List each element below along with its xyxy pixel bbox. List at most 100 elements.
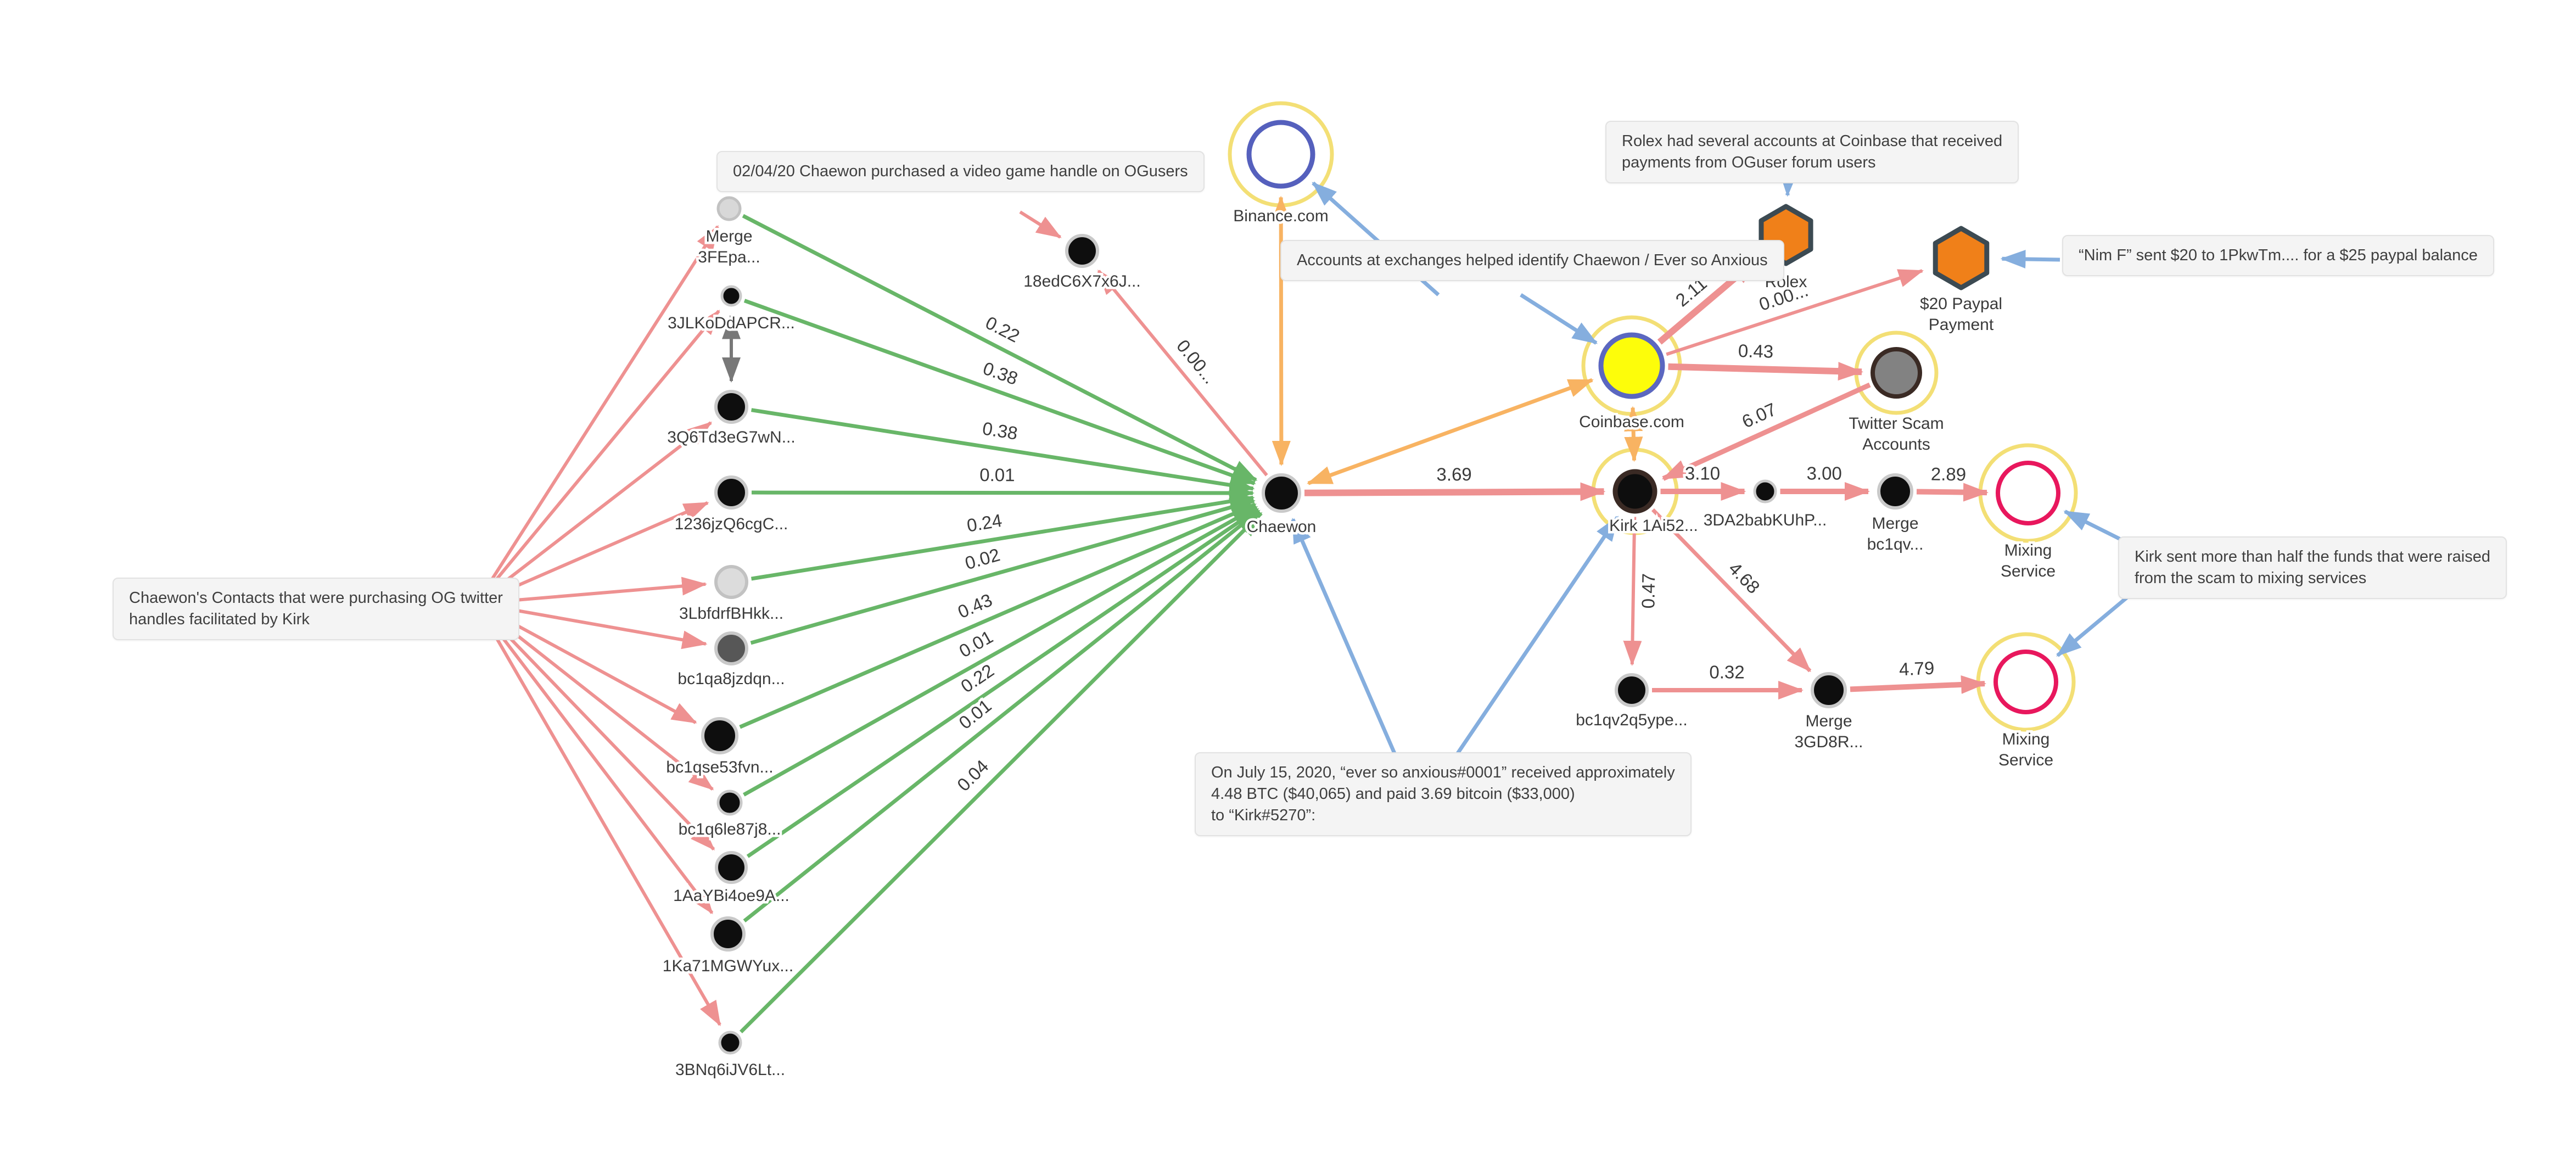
node-1aaybi[interactable] — [715, 851, 748, 884]
node-bc1q6le[interactable] — [716, 790, 743, 816]
node-mixing-1[interactable] — [1996, 461, 2060, 525]
node-label-merge-3gd8r: Merge — [1805, 712, 1852, 730]
node-label-binance: Binance.com — [1233, 207, 1328, 225]
edge-label: 0.38 — [981, 358, 1021, 389]
edge-1ka71-chaewon[interactable] — [743, 509, 1261, 923]
edge-bc1qse53-chaewon[interactable] — [739, 502, 1257, 729]
node-label-twitter-scam: Twitter Scam — [1849, 415, 1944, 433]
annotation-kirk-mixing[interactable]: Kirk sent more than half the funds that … — [2118, 536, 2507, 599]
edge-merge-bc1qv-mixing-1[interactable] — [1916, 483, 1989, 502]
node-3da2[interactable] — [1753, 479, 1777, 503]
node-label-paypal-hex: $20 Paypal — [1920, 295, 2002, 313]
node-label-18edc: 18edC6X7x6J... — [1023, 272, 1140, 290]
node-layer — [701, 120, 2060, 1055]
edge-note-1aaybi[interactable] — [475, 602, 715, 851]
node-bc1qse53[interactable] — [701, 717, 738, 754]
edge-kirk-bc1qv2q5[interactable] — [1623, 517, 1642, 667]
node-coinbase[interactable] — [1598, 332, 1665, 399]
edge-label: 0.01 — [979, 465, 1015, 485]
annotation-july-15-payment[interactable]: On July 15, 2020, “ever so anxious#0001”… — [1195, 752, 1692, 836]
node-label-mixing-2: Service — [1998, 751, 2053, 769]
edge-note-18edc[interactable] — [1019, 210, 1062, 239]
edge-3lbf-chaewon[interactable] — [751, 492, 1255, 581]
node-merge-bc1qv[interactable] — [1877, 473, 1913, 510]
edge-bc1q6le-chaewon[interactable] — [743, 505, 1258, 797]
node-label-3lbf: 3LbfdrfBHkk... — [679, 605, 783, 623]
node-label-mixing-1: Service — [2001, 562, 2056, 580]
node-chaewon[interactable] — [1262, 473, 1301, 513]
node-3bnq[interactable] — [718, 1031, 742, 1055]
node-label-merge-bc1qv: bc1qv... — [1867, 535, 1924, 553]
edge-note-3jlk[interactable] — [475, 310, 720, 605]
edge-label: 0.00... — [1173, 335, 1220, 387]
edge-note-1ka71[interactable] — [475, 602, 714, 915]
node-label-mixing-2: Mixing — [2002, 730, 2050, 748]
edge-coinbase-paypal-hex[interactable] — [1666, 269, 1924, 356]
node-label-coinbase: Coinbase.com — [1579, 413, 1684, 431]
edge-twitter-scam-kirk[interactable] — [1661, 382, 1871, 481]
edge-layer — [475, 171, 2131, 1034]
edge-merge-3fepa-chaewon[interactable] — [742, 214, 1258, 482]
node-binance[interactable] — [1246, 120, 1315, 189]
node-label-1aaybi: 1AaYBi4oe9A... — [673, 887, 789, 905]
node-label-3jlk: 3JLKoDdAPCR... — [668, 314, 795, 332]
node-1ka71[interactable] — [710, 916, 746, 952]
node-merge-3fepa[interactable] — [716, 196, 742, 221]
edge-note-chaewon[interactable] — [1291, 517, 1397, 754]
annotation-nim-f-paypal[interactable]: “Nim F” sent $20 to 1PkwTm.... for a $25… — [2062, 235, 2494, 276]
node-label-layer: Merge 3FEpa... 3JLKoDdAPCR... 3Q6Td3eG7wN..… — [660, 205, 2058, 1082]
edge-merge-3gd8r-mixing-2[interactable] — [1850, 675, 1987, 694]
edge-chaewon-coinbase[interactable] — [1307, 378, 1594, 485]
annotation-chaewon-contacts[interactable]: Chaewon's Contacts that were purchasing … — [113, 578, 519, 640]
node-merge-3gd8r[interactable] — [1811, 672, 1847, 708]
edge-note-paypal-hex[interactable] — [2000, 249, 2060, 268]
node-twitter-scam[interactable] — [1871, 347, 1922, 399]
edge-1aaybi-chaewon[interactable] — [746, 507, 1259, 858]
node-3lbf[interactable] — [714, 565, 748, 599]
edge-3jlk-chaewon[interactable] — [743, 299, 1256, 485]
edge-chaewon-kirk[interactable] — [1304, 482, 1606, 501]
edge-kirk-coinbase[interactable] — [1624, 406, 1643, 462]
node-3jlk[interactable] — [720, 285, 742, 307]
node-label-merge-3gd8r: 3GD8R... — [1794, 733, 1863, 751]
edge-kirk-merge-3gd8r[interactable] — [1651, 508, 1812, 673]
node-label-1ka71: 1Ka71MGWYux... — [663, 957, 793, 975]
node-18edc[interactable] — [1065, 234, 1099, 268]
annotation-exchange-accounts[interactable]: Accounts at exchanges helped identify Ch… — [1280, 240, 1784, 281]
edge-coinbase-twitter-scam[interactable] — [1668, 362, 1864, 381]
edge-note-kirk[interactable] — [1456, 516, 1620, 754]
edge-note-mixing-2[interactable] — [2056, 594, 2131, 657]
annotation-video-game-handle[interactable]: 02/04/20 Chaewon purchased a video game … — [716, 151, 1205, 192]
node-kirk[interactable] — [1612, 469, 1657, 514]
edge-note-3q6t[interactable] — [475, 421, 713, 605]
edge-label: 4.79 — [1899, 658, 1935, 680]
node-label-merge-3fepa: 3FEpa... — [698, 248, 760, 266]
node-3q6t[interactable] — [714, 390, 748, 424]
annotation-rolex-coinbase[interactable]: Rolex had several accounts at Coinbase t… — [1605, 121, 2019, 183]
node-label-3q6t: 3Q6Td3eG7wN... — [667, 428, 795, 446]
node-1236jz[interactable] — [714, 475, 748, 510]
node-bc1qv2q5[interactable] — [1615, 673, 1649, 707]
edge-label: 3.00 — [1807, 463, 1842, 484]
edge-3q6t-chaewon[interactable] — [751, 408, 1255, 495]
node-bc1qa8[interactable] — [714, 631, 748, 665]
edge-label: 0.47 — [1638, 573, 1659, 609]
node-label-3bnq: 3BNq6iJV6Lt... — [675, 1061, 785, 1079]
edge-bc1qa8-chaewon[interactable] — [750, 498, 1256, 645]
edge-chaewon-18edc[interactable] — [1097, 269, 1268, 477]
node-paypal-hex[interactable] — [1933, 226, 1990, 290]
node-label-3da2: 3DA2babKUhP... — [1704, 511, 1827, 529]
edge-note-merge-3fepa[interactable] — [475, 225, 719, 605]
edge-label: 0.32 — [1709, 662, 1744, 682]
node-label-1236jz: 1236jzQ6cgC... — [675, 515, 788, 533]
edge-label: 0.38 — [981, 418, 1019, 443]
node-label-bc1qv2q5: bc1qv2q5ype... — [1576, 711, 1687, 729]
edge-note-mixing-1[interactable] — [2063, 510, 2130, 546]
edge-note-coinbase[interactable] — [1520, 293, 1598, 345]
edge-note-3bnq[interactable] — [475, 602, 721, 1027]
edge-label: 0.02 — [962, 544, 1002, 573]
node-label-mixing-1: Mixing — [2004, 541, 2052, 559]
node-mixing-2[interactable] — [1993, 650, 2058, 714]
edge-3bnq-chaewon[interactable] — [739, 512, 1263, 1034]
